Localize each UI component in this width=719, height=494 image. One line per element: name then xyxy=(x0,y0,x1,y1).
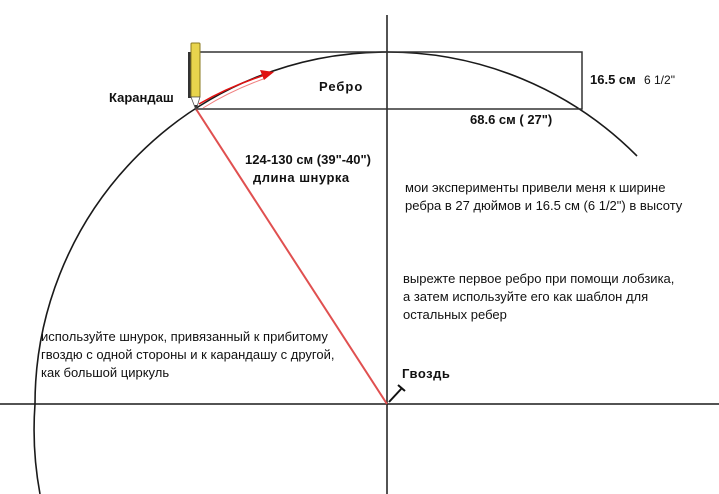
pencil-icon xyxy=(188,42,201,112)
string-line xyxy=(195,108,388,405)
height-cm-label: 16.5 см xyxy=(590,72,636,87)
pencil-label: Карандаш xyxy=(109,90,174,105)
rib-label: Ребро xyxy=(319,79,364,94)
height-in-label: 6 1/2" xyxy=(644,73,675,87)
string-label: длина шнурка xyxy=(253,170,350,185)
note-compass: используйте шнурок, привязанный к прибит… xyxy=(41,329,335,380)
string-length-label: 124-130 см (39"-40") xyxy=(245,152,372,167)
nail-label: Гвоздь xyxy=(402,366,451,381)
arrow-head-icon xyxy=(260,70,274,80)
nail-icon xyxy=(388,384,406,403)
width-label: 68.6 см ( 27") xyxy=(470,112,553,127)
arc xyxy=(33,51,638,494)
note-cut: вырежте первое ребро при помощи лобзика,… xyxy=(403,271,675,322)
direction-arrow xyxy=(198,73,269,105)
note-experiments: мои эксперименты привели меня к ширине р… xyxy=(405,180,683,213)
